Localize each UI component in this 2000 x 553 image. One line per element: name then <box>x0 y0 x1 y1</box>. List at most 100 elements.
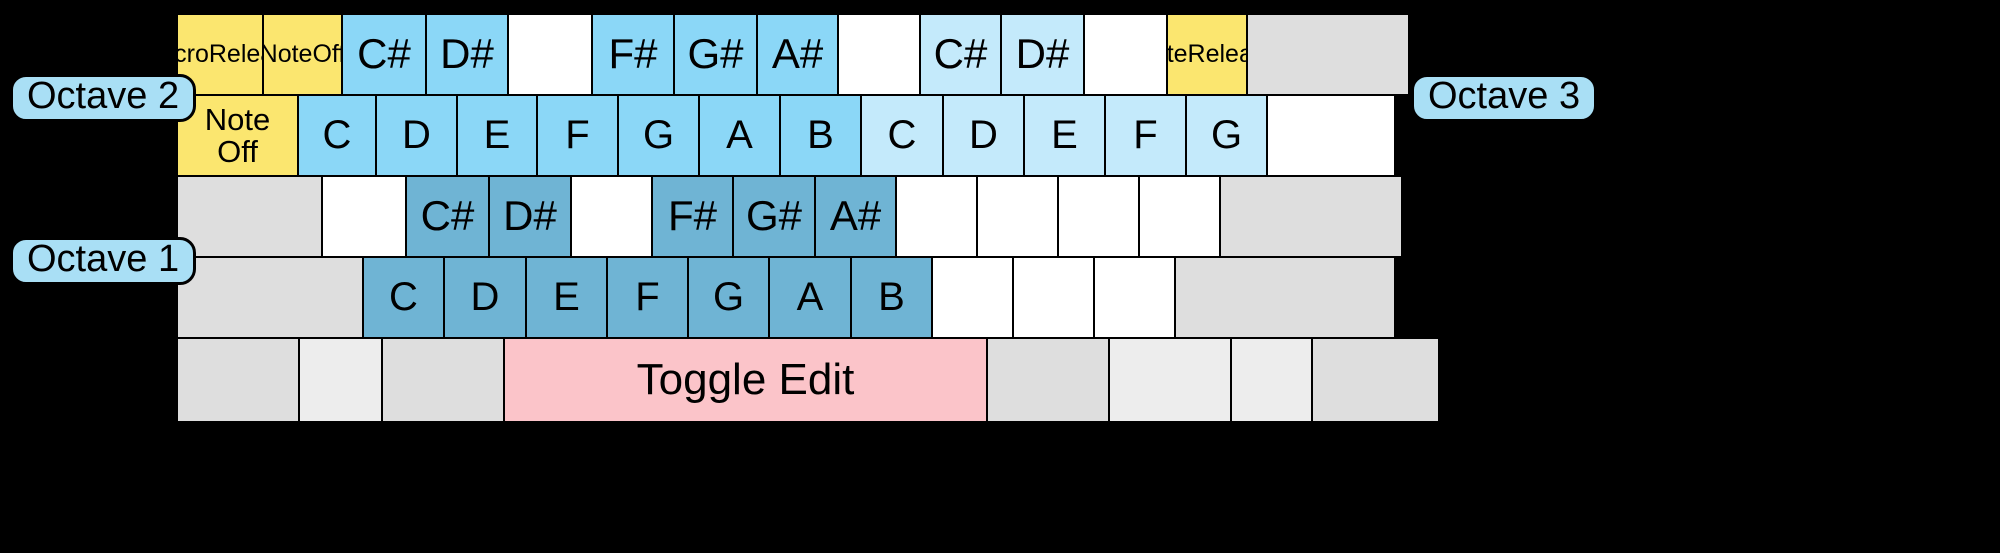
key-a-oct2[interactable]: A <box>700 96 781 177</box>
key-f-oct2[interactable]: F <box>538 96 619 177</box>
key-c-oct2[interactable]: C <box>299 96 377 177</box>
key-blank-comma[interactable] <box>933 258 1014 339</box>
keyboard-row-number-row: MacroReleaseNoteOffC#D#F#G#A#C#D#NoteRel… <box>178 15 1408 96</box>
key-blank-shift-right[interactable] <box>1176 258 1394 339</box>
key-label: E <box>1051 113 1078 158</box>
key-label: G <box>642 113 675 158</box>
key-label-line: Off <box>312 39 343 68</box>
key-d-oct3[interactable]: D <box>944 96 1025 177</box>
key-g-sharp-oct2[interactable]: G# <box>675 15 758 96</box>
key-label-line: Note <box>264 39 313 68</box>
key-blank-quote[interactable] <box>1140 177 1221 258</box>
key-g-oct2[interactable]: G <box>619 96 700 177</box>
key-label: E <box>483 113 511 158</box>
key-label: F# <box>667 192 717 240</box>
key-g-sharp-oct1[interactable]: G# <box>734 177 816 258</box>
key-label: D <box>402 113 431 158</box>
octave-2-badge: Octave 2 <box>10 74 197 122</box>
key-label: D# <box>503 192 557 240</box>
key-blank-cmd-right[interactable] <box>988 339 1110 421</box>
key-label: B <box>807 113 834 158</box>
key-label: C# <box>357 30 411 78</box>
key-blank-k[interactable] <box>897 177 978 258</box>
key-label: F# <box>608 30 658 78</box>
key-label: Toggle Edit <box>636 354 855 404</box>
key-label-line: Note <box>204 101 271 137</box>
key-c-sharp-oct2[interactable]: C# <box>343 15 427 96</box>
key-f-oct3[interactable]: F <box>1106 96 1187 177</box>
key-label: F <box>565 113 590 158</box>
key-label: D# <box>1015 30 1070 78</box>
key-g-oct3[interactable]: G <box>1187 96 1268 177</box>
key-blank-f[interactable] <box>572 177 653 258</box>
key-g-oct1[interactable]: G <box>689 258 770 339</box>
key-blank-alt[interactable] <box>383 339 505 421</box>
key-label: A# <box>829 192 882 240</box>
key-blank-gray-top[interactable] <box>1248 15 1408 96</box>
key-blank-opt-right[interactable] <box>1110 339 1232 421</box>
key-d-sharp-oct2[interactable]: D# <box>427 15 509 96</box>
key-label: E <box>553 275 580 320</box>
key-note-off-top[interactable]: NoteOff <box>264 15 343 96</box>
key-e-oct3[interactable]: E <box>1025 96 1106 177</box>
key-label-line: Off <box>217 133 258 169</box>
key-d-sharp-oct1[interactable]: D# <box>490 177 572 258</box>
key-blank-arrow-1[interactable] <box>1232 339 1313 421</box>
octave-1-label: Octave 1 <box>27 237 180 280</box>
key-blank-slash[interactable] <box>1095 258 1176 339</box>
key-c-oct1[interactable]: C <box>364 258 445 339</box>
key-blank-shift-left[interactable] <box>178 258 364 339</box>
key-blank-3[interactable] <box>1085 15 1168 96</box>
key-f-sharp-oct2[interactable]: F# <box>593 15 675 96</box>
key-blank-return[interactable] <box>1221 177 1401 258</box>
key-a-oct1[interactable]: A <box>770 258 852 339</box>
key-blank-1[interactable] <box>509 15 593 96</box>
key-c-sharp-oct3[interactable]: C# <box>921 15 1002 96</box>
key-label: D <box>470 275 500 320</box>
key-label-line: Release <box>208 39 262 68</box>
key-blank-l[interactable] <box>978 177 1059 258</box>
key-c-sharp-oct1[interactable]: C# <box>407 177 490 258</box>
key-blank-a[interactable] <box>323 177 407 258</box>
key-e-oct2[interactable]: E <box>458 96 538 177</box>
key-c-oct3[interactable]: C <box>862 96 944 177</box>
key-label: G# <box>745 192 803 240</box>
key-a-sharp-oct1[interactable]: A# <box>816 177 897 258</box>
key-b-oct1[interactable]: B <box>852 258 933 339</box>
key-blank-fn[interactable] <box>178 339 300 421</box>
key-label: F <box>635 275 660 320</box>
key-d-oct2[interactable]: D <box>377 96 458 177</box>
key-label: A# <box>771 30 824 78</box>
key-a-sharp-oct2[interactable]: A# <box>758 15 839 96</box>
key-label: A <box>726 113 753 158</box>
key-d-sharp-oct3[interactable]: D# <box>1002 15 1085 96</box>
key-blank-arrow-2[interactable] <box>1313 339 1438 421</box>
key-b-oct2[interactable]: B <box>781 96 862 177</box>
key-toggle-edit[interactable]: Toggle Edit <box>505 339 988 421</box>
key-blank-semi[interactable] <box>1059 177 1140 258</box>
key-label: D# <box>440 30 494 78</box>
key-note-release[interactable]: NoteRelease <box>1168 15 1248 96</box>
key-blank-caps[interactable] <box>178 177 323 258</box>
key-label: C <box>887 113 917 158</box>
key-label: G# <box>687 30 744 78</box>
key-label: C# <box>420 192 475 240</box>
key-blank-ctrl[interactable] <box>300 339 383 421</box>
key-e-oct1[interactable]: E <box>527 258 608 339</box>
key-d-oct1[interactable]: D <box>445 258 527 339</box>
key-label: C <box>389 275 418 320</box>
key-label: G <box>1210 113 1243 158</box>
keyboard-diagram: MacroReleaseNoteOffC#D#F#G#A#C#D#NoteRel… <box>175 12 1438 421</box>
key-blank-enter[interactable] <box>1268 96 1394 177</box>
key-f-sharp-oct1[interactable]: F# <box>653 177 734 258</box>
octave-2-label: Octave 2 <box>27 74 180 117</box>
key-blank-2[interactable] <box>839 15 921 96</box>
key-label: A <box>796 275 824 320</box>
key-blank-period[interactable] <box>1014 258 1095 339</box>
key-f-oct1[interactable]: F <box>608 258 689 339</box>
octave-3-label: Octave 3 <box>1428 74 1581 117</box>
